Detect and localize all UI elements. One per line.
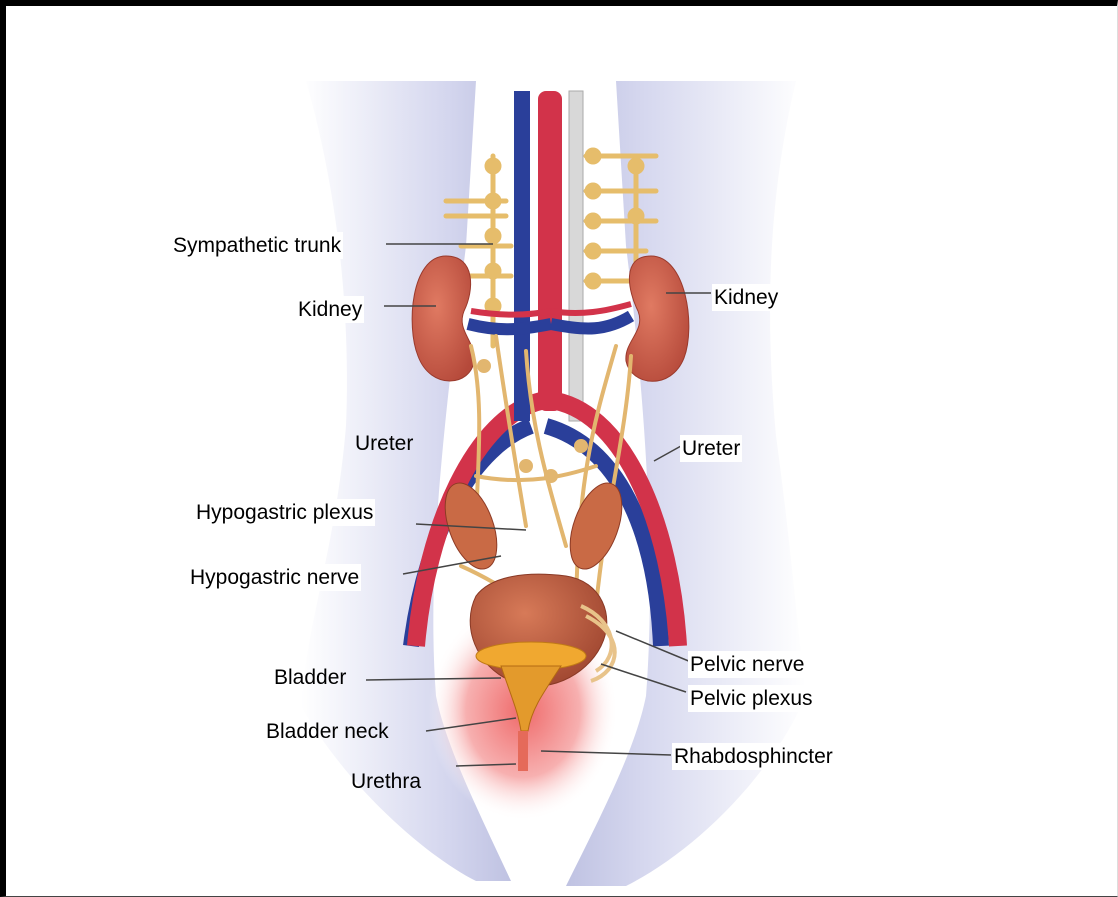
left-kidney-shape — [412, 256, 474, 381]
label-pelvic-plexus: Pelvic plexus — [688, 685, 815, 712]
spine-strip — [569, 91, 583, 421]
label-ureter-right: Ureter — [680, 435, 742, 462]
label-bladder-neck: Bladder neck — [266, 721, 389, 742]
label-kidney-left: Kidney — [296, 296, 364, 323]
urinary-tract-illustration — [6, 6, 1118, 897]
label-urethra: Urethra — [351, 771, 421, 792]
label-pelvic-nerve: Pelvic nerve — [688, 651, 806, 678]
label-kidney-right: Kidney — [712, 284, 780, 311]
label-hypogastric-nerve: Hypogastric nerve — [188, 564, 361, 591]
label-hypogastric-plexus: Hypogastric plexus — [194, 499, 375, 526]
label-rhabdosphincter: Rhabdosphincter — [672, 743, 835, 770]
urethra-shape — [518, 731, 528, 771]
aorta — [538, 91, 562, 411]
label-sympathetic-trunk: Sympathetic trunk — [171, 232, 343, 259]
label-bladder: Bladder — [274, 667, 346, 688]
label-ureter-left: Ureter — [355, 433, 413, 454]
